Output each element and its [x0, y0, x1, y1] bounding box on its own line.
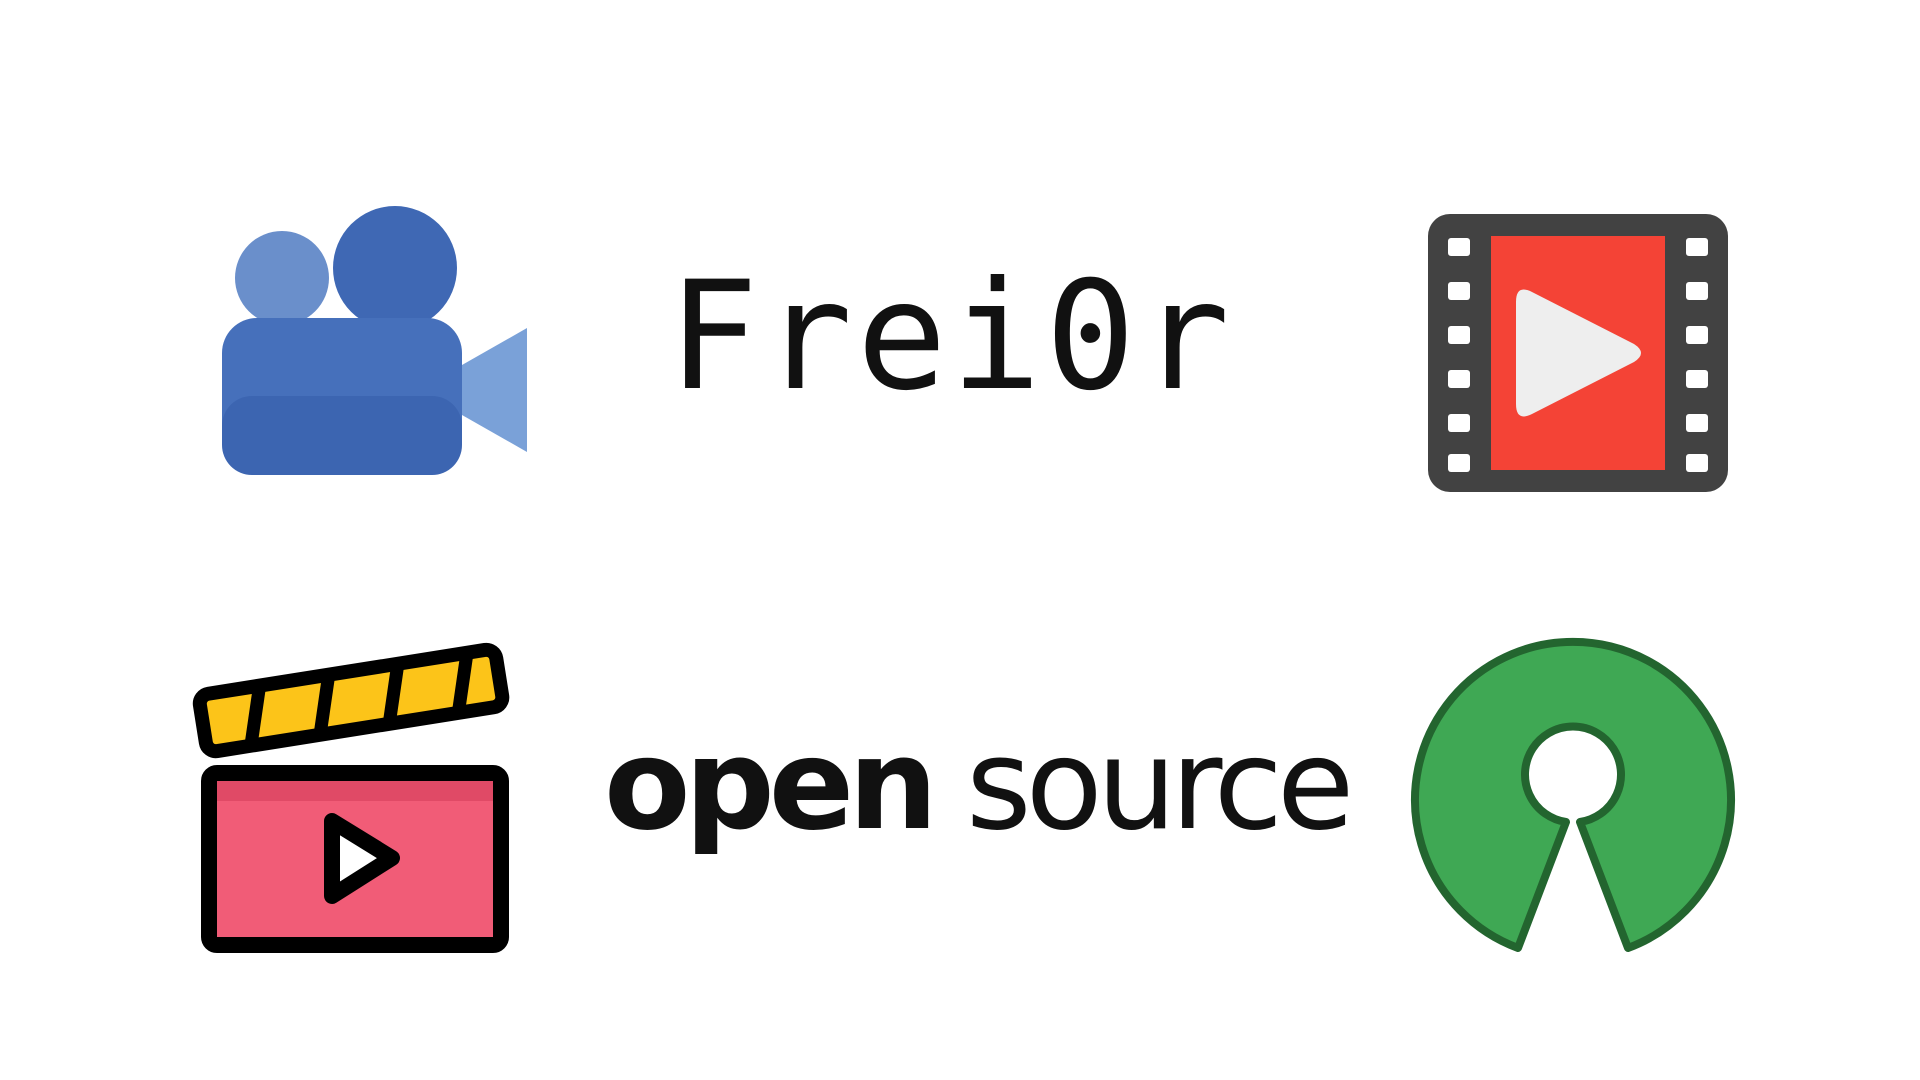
- source-word: source: [965, 711, 1354, 858]
- open-source-initiative-icon: [1411, 637, 1735, 952]
- film-play-icon: [1428, 214, 1728, 492]
- frei0r-logo-text: Frei0r: [668, 250, 1234, 424]
- open-word: open: [604, 711, 938, 858]
- video-camera-icon: [222, 206, 527, 475]
- clapperboard-icon: [192, 642, 510, 953]
- open-source-logo-text: open source: [604, 722, 1354, 848]
